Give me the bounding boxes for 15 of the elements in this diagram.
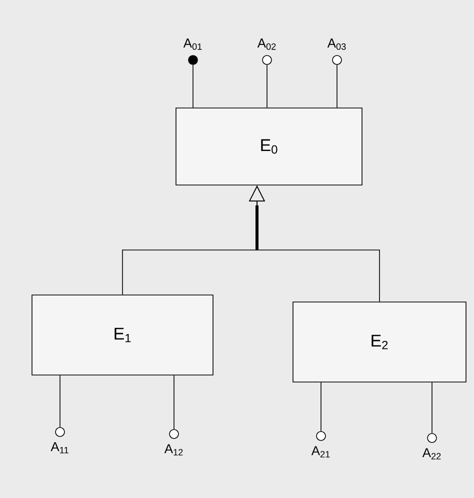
- attribute-label: A$_{11}$: [50, 442, 68, 454]
- connector-line: [192, 64, 194, 108]
- attribute-label: A$_{21}$: [311, 446, 330, 458]
- attribute-label: A$_{02}$: [257, 38, 276, 50]
- connector-line: [320, 382, 322, 432]
- attribute-label: A$_{01}$: [183, 38, 202, 50]
- attribute-label: A$_{03}$: [327, 38, 346, 50]
- connector-line: [336, 64, 338, 108]
- entity-box: E$_{0}$: [176, 108, 362, 186]
- thick-trunk: [256, 205, 258, 250]
- entity-box: E$_{2}$: [292, 302, 466, 382]
- entity-box: E$_{1}$: [32, 294, 214, 376]
- connector-line: [266, 64, 268, 108]
- attribute-label: A$_{12}$: [164, 444, 183, 456]
- attribute-label: A$_{22}$: [422, 448, 441, 460]
